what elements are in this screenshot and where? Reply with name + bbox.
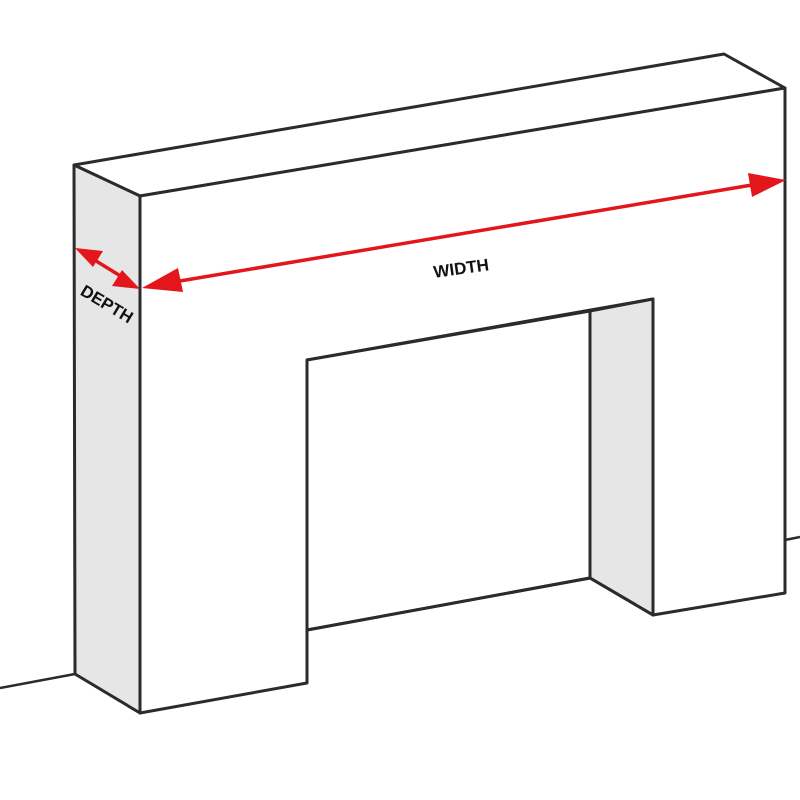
floor-line-right [784, 535, 800, 542]
depth-arrowhead-left [75, 248, 103, 267]
depth-arrowhead-right [112, 270, 140, 289]
floor-line [0, 535, 800, 690]
firebox-back-wall [305, 309, 592, 632]
floor-line-left [0, 672, 76, 690]
width-arrowhead-right [748, 173, 786, 197]
depth-arrow [75, 248, 140, 289]
opening-right-jamb-face [588, 297, 655, 617]
width-arrowhead-left [142, 268, 183, 292]
width-arrow [142, 173, 786, 292]
width-arrow-shaft [167, 183, 753, 285]
opening-floor-edge [305, 576, 655, 632]
left-leg-side-face [72, 163, 142, 715]
